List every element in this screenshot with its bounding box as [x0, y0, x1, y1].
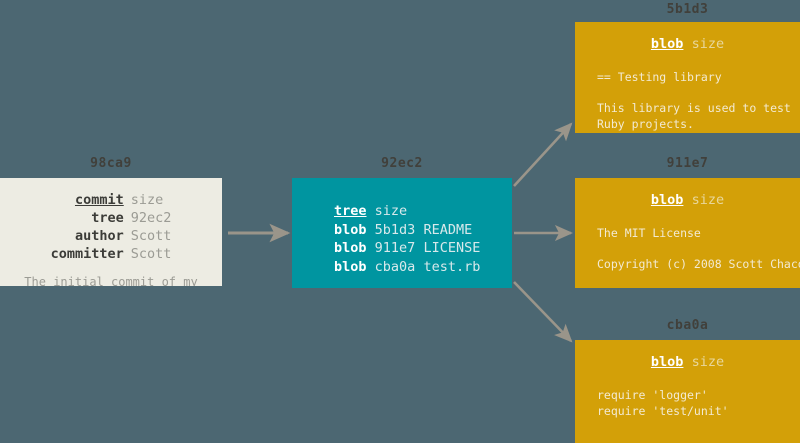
table-row: committer Scott [51, 245, 172, 263]
commit-field-value-tree: 92ec2 [130, 210, 172, 226]
content-line: The MIT License [597, 226, 701, 240]
content-line-blank [597, 242, 800, 258]
content-line-blank [597, 273, 800, 289]
content-line-blank [597, 86, 800, 102]
content-line: This library is used to test [597, 101, 791, 115]
node-blob-readme[interactable]: blob size == Testing library This librar… [575, 22, 800, 133]
tree-entry-hash-0: 5b1d3 [374, 221, 416, 238]
tree-size-label: size [374, 203, 408, 219]
table-row: tree 92ec2 [51, 209, 172, 227]
edge-tree-to-blob-testrb [513, 281, 573, 343]
tree-entry-tag-1: blob [334, 240, 367, 256]
tree-entry-tag-2: blob [334, 258, 367, 275]
tree-header-row: tree size [334, 202, 512, 221]
edge-tree-to-blob-readme [513, 122, 573, 187]
hash-label-blob-license: 911e7 [666, 156, 709, 171]
tree-entry-tag-0: blob [334, 221, 367, 238]
blob-license-content: The MIT License Copyright (c) 2008 Scott… [575, 208, 800, 288]
tree-entry-hash-1: 911e7 [374, 240, 416, 256]
tree-entry-name-0: README [423, 221, 473, 238]
commit-field-key-committer: committer [50, 246, 124, 262]
commit-field-key-tree: tree [91, 210, 124, 226]
commit-size-label: size [130, 192, 164, 208]
hash-label-blob-testrb: cba0a [666, 318, 709, 333]
tree-entries: tree size blob 5b1d3 README blob 911e7 L… [292, 178, 512, 276]
blob-testrb-size-label: size [691, 354, 725, 370]
content-line: == Testing library [597, 70, 722, 84]
content-line-blank [597, 419, 800, 435]
commit-fields: commit size tree 92ec2 author Scott comm… [51, 191, 172, 263]
node-blob-testrb[interactable]: blob size require 'logger' require 'test… [575, 340, 800, 443]
node-tree[interactable]: tree size blob 5b1d3 README blob 911e7 L… [292, 178, 512, 288]
blob-readme-content: == Testing library This library is used … [575, 52, 800, 132]
tree-entry-name-1: LICENSE [423, 240, 481, 256]
commit-type-label: commit [74, 192, 124, 208]
hash-label-tree: 92ec2 [381, 156, 423, 171]
content-line: Ruby projects. [597, 116, 694, 131]
commit-field-value-committer: Scott [130, 246, 172, 262]
list-item: blob 5b1d3 README [334, 221, 512, 240]
blob-license-size-label: size [691, 192, 725, 208]
content-line-blank [597, 435, 800, 443]
hash-label-blob-readme: 5b1d3 [666, 2, 709, 17]
content-line: require 'logger' [597, 388, 708, 402]
content-line: Copyright (c) 2008 Scott Chacon [597, 257, 800, 271]
tree-entry-name-2: test.rb [423, 258, 481, 275]
blob-readme-type-label: blob [650, 36, 684, 52]
content-line: require 'test/unit' [597, 403, 729, 418]
table-row: author Scott [51, 227, 172, 245]
tree-type-label: tree [334, 203, 367, 219]
commit-field-key-author: author [74, 228, 124, 244]
hash-label-commit: 98ca9 [90, 156, 132, 171]
blob-license-header: blob size [575, 178, 800, 208]
blob-testrb-content: require 'logger' require 'test/unit' cla… [575, 370, 800, 443]
commit-message: The initial commit of my project [24, 275, 198, 286]
blob-readme-header: blob size [575, 22, 800, 52]
list-item: blob 911e7 LICENSE [334, 239, 512, 258]
list-item: blob cba0a test.rb [334, 258, 512, 277]
blob-license-type-label: blob [650, 192, 684, 208]
table-row: commit size [51, 191, 172, 209]
tree-entry-hash-2: cba0a [374, 258, 416, 275]
node-commit[interactable]: commit size tree 92ec2 author Scott comm… [0, 178, 222, 286]
node-blob-license[interactable]: blob size The MIT License Copyright (c) … [575, 178, 800, 288]
blob-testrb-header: blob size [575, 340, 800, 370]
commit-field-value-author: Scott [130, 228, 172, 244]
blob-testrb-type-label: blob [650, 354, 684, 370]
commit-header: commit size tree 92ec2 author Scott comm… [0, 178, 222, 263]
blob-readme-size-label: size [691, 36, 725, 52]
